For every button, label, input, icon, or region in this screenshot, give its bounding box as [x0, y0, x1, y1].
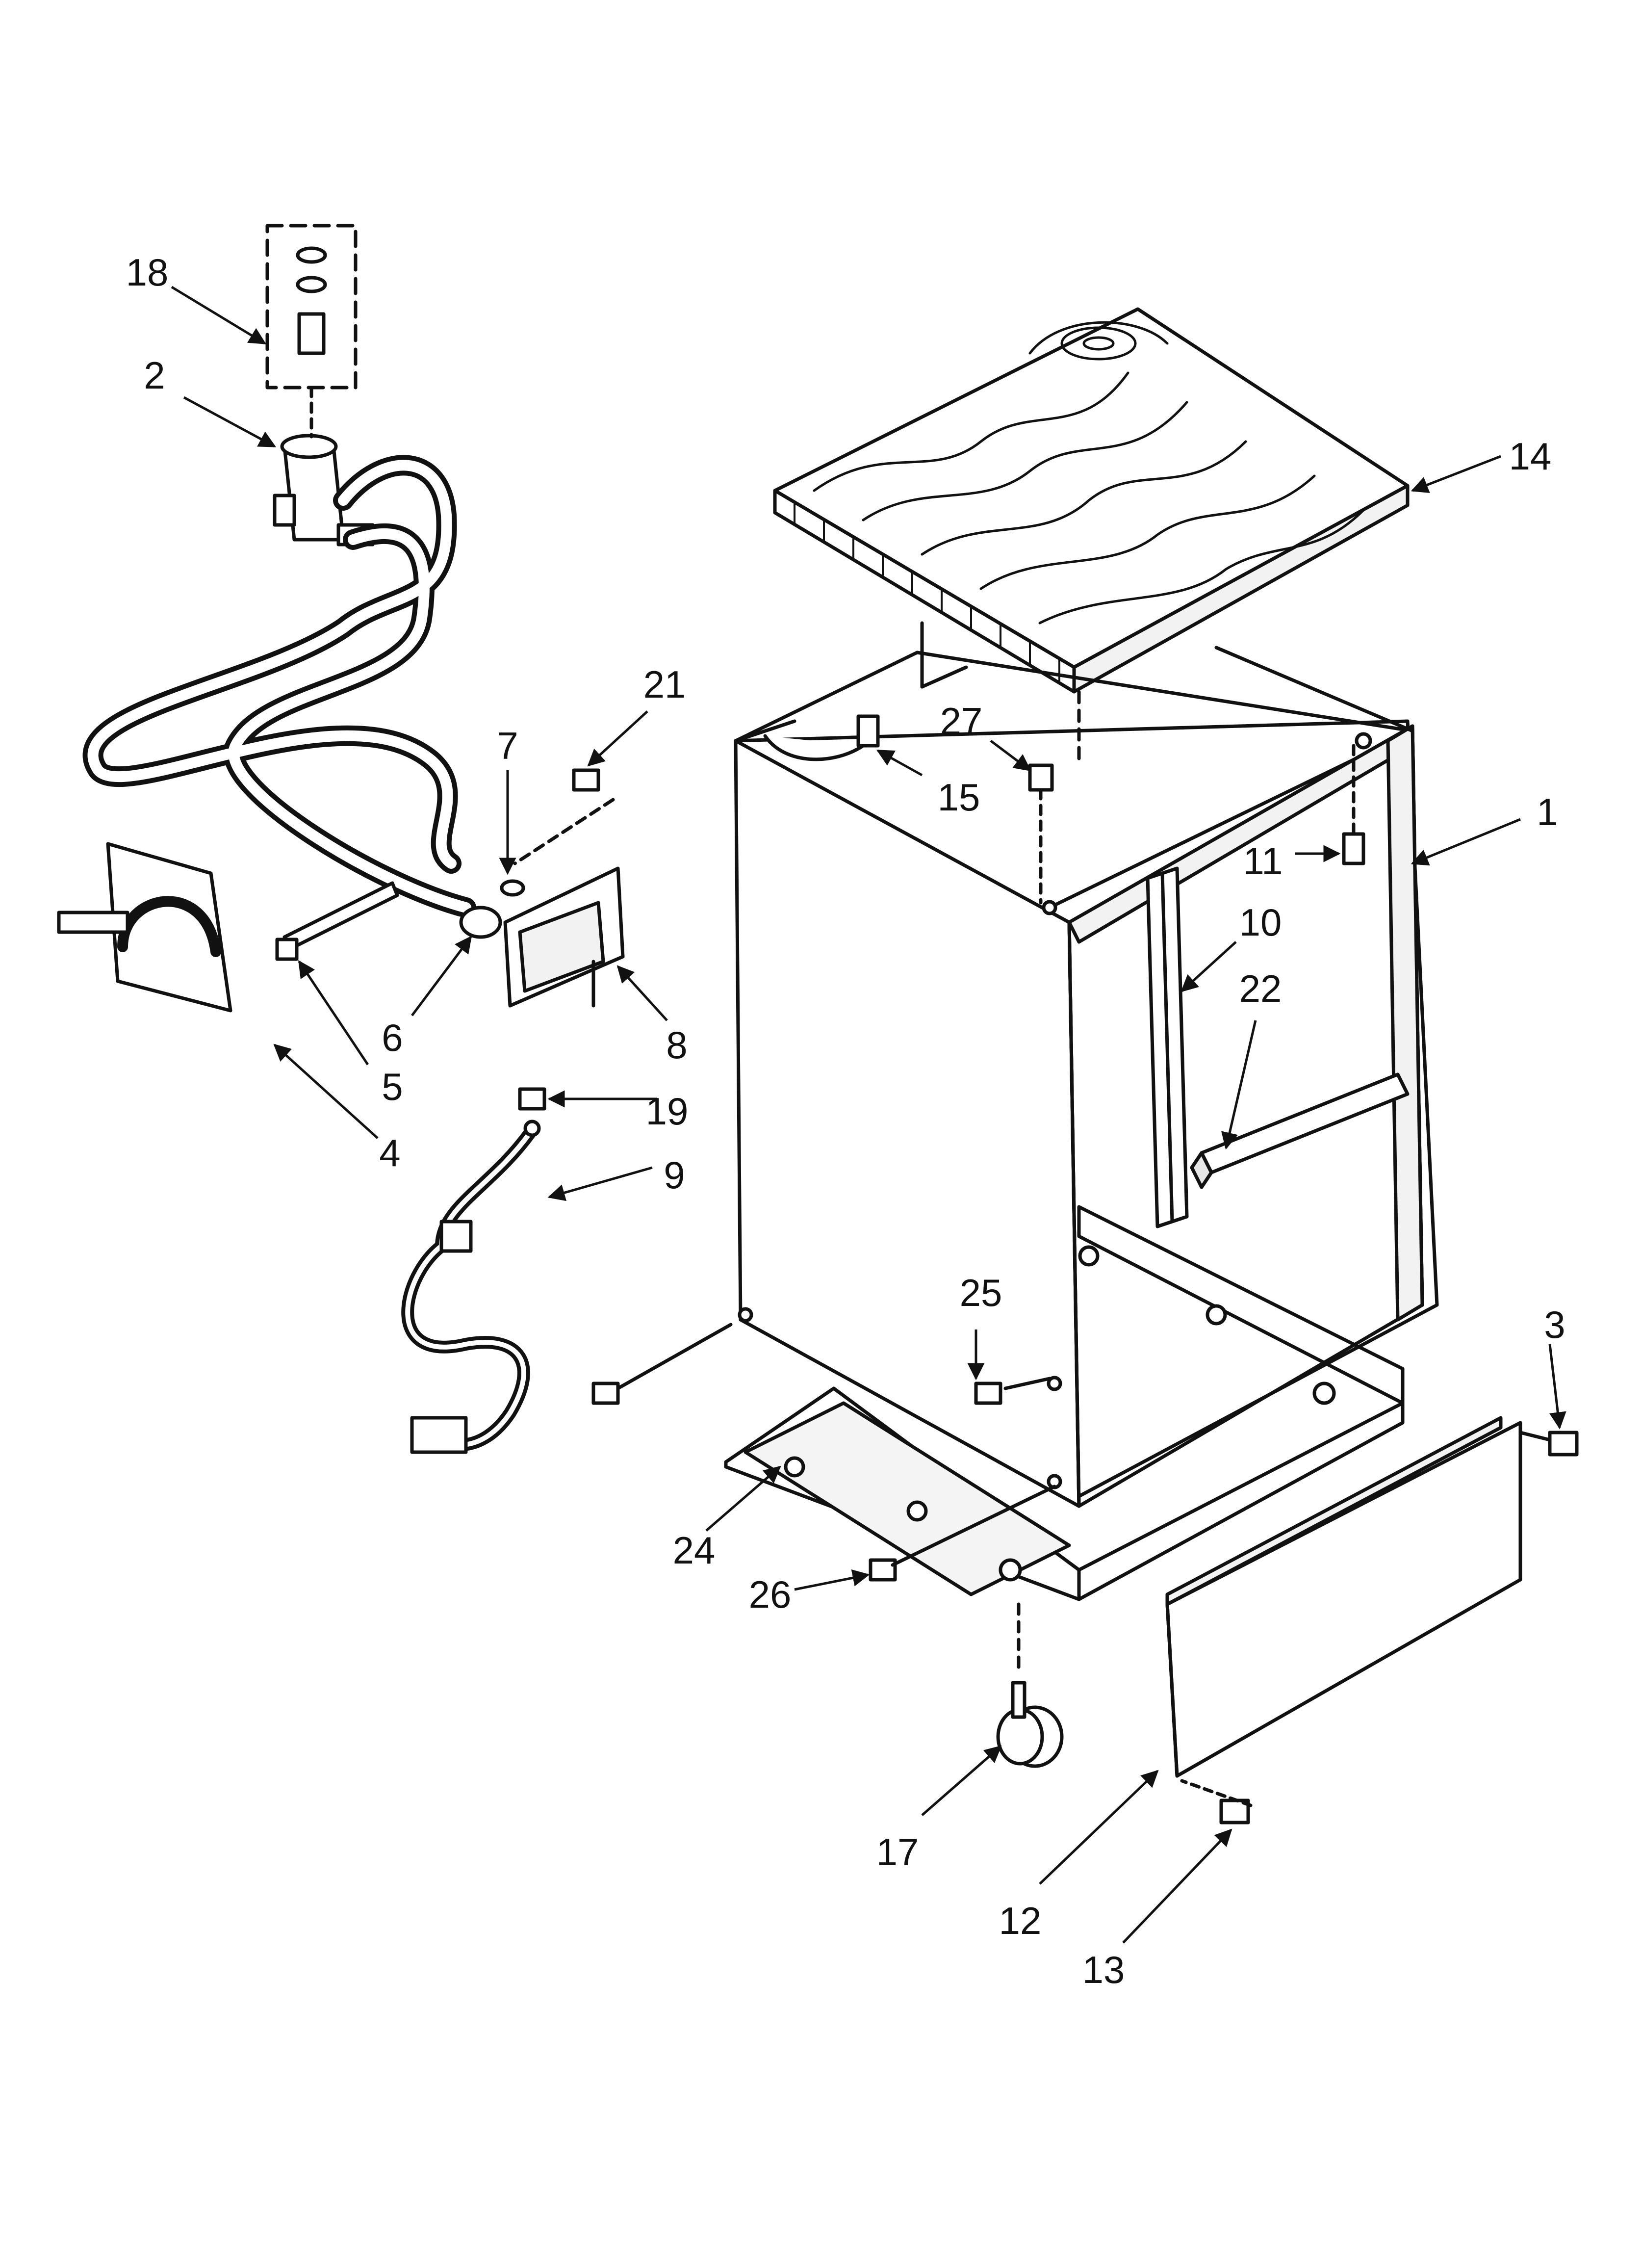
- callout-6: 6: [382, 1016, 403, 1059]
- callout-8: 8: [666, 1023, 688, 1067]
- callout-1: 1: [1537, 790, 1558, 834]
- leader-13: [1122, 1828, 1232, 1944]
- leader-17: [921, 1745, 1002, 1816]
- part-cabinet-frame: [734, 646, 1439, 1508]
- part-washer-kit: [265, 224, 358, 439]
- callout-26: 26: [748, 1573, 792, 1616]
- part-vertical-channel: [1146, 866, 1189, 1228]
- callout-24: 24: [672, 1529, 716, 1572]
- leader-18: [171, 286, 266, 345]
- leader-8: [616, 965, 668, 1021]
- callout-12: 12: [999, 1899, 1042, 1942]
- leader-21: [587, 710, 648, 767]
- leader-24: [705, 1465, 781, 1532]
- callout-22: 22: [1239, 967, 1282, 1010]
- part-screw-11: [1342, 744, 1365, 865]
- callout-27: 27: [940, 700, 983, 743]
- part-base-frame: [724, 1205, 1405, 1601]
- leader-10: [1180, 941, 1237, 992]
- part-screw-3: [1548, 1431, 1579, 1457]
- callout-7: 7: [497, 724, 518, 767]
- part-cover-bracket: [57, 842, 232, 1013]
- callout-9: 9: [664, 1153, 685, 1197]
- part-toe-kick: [1165, 1416, 1522, 1778]
- callout-21: 21: [643, 663, 686, 706]
- part-hose-bracket: [503, 866, 625, 1008]
- part-screw-19: [518, 1087, 546, 1111]
- part-screw-25: [974, 1382, 1002, 1405]
- leader-22: [1221, 1020, 1257, 1150]
- leader-27: [990, 740, 1031, 772]
- callout-2: 2: [144, 354, 165, 397]
- callout-15: 15: [937, 776, 980, 819]
- callout-5: 5: [382, 1065, 403, 1108]
- leader-5: [298, 960, 369, 1066]
- part-wood-top: [773, 307, 1410, 694]
- callout-18: 18: [126, 251, 169, 294]
- part-cable-tie: [275, 881, 399, 961]
- part-washer-7: [500, 879, 525, 897]
- callout-11: 11: [1243, 839, 1283, 883]
- leader-15: [876, 749, 923, 777]
- part-screw-27: [1028, 763, 1054, 905]
- leader-3: [1548, 1344, 1566, 1430]
- leader-4: [273, 1043, 379, 1139]
- callout-4: 4: [379, 1131, 401, 1174]
- leader-9: [547, 1166, 653, 1201]
- part-screw-left-base: [591, 1382, 620, 1405]
- callout-13: 13: [1082, 1948, 1125, 1991]
- callout-10: 10: [1239, 901, 1282, 944]
- part-screw-15: [856, 714, 880, 748]
- leader-12: [1039, 1770, 1159, 1885]
- part-hose-clamp: [459, 906, 502, 939]
- callout-14: 14: [1509, 435, 1552, 478]
- leader-14: [1411, 455, 1501, 493]
- leader-1: [1411, 818, 1521, 866]
- leader-6: [411, 936, 472, 1017]
- part-screw-21: [572, 768, 600, 792]
- callout-17: 17: [876, 1830, 919, 1874]
- part-power-cord: [401, 1120, 541, 1454]
- leader-26: [794, 1569, 870, 1591]
- part-caster-wheel: [996, 1602, 1064, 1768]
- callout-19: 19: [645, 1090, 689, 1133]
- part-hose-assembly: [82, 455, 476, 918]
- callout-3: 3: [1544, 1303, 1565, 1346]
- callout-25: 25: [959, 1271, 1002, 1314]
- part-brace: [1190, 1072, 1410, 1189]
- leader-2: [183, 396, 277, 448]
- part-screw-26: [869, 1558, 897, 1582]
